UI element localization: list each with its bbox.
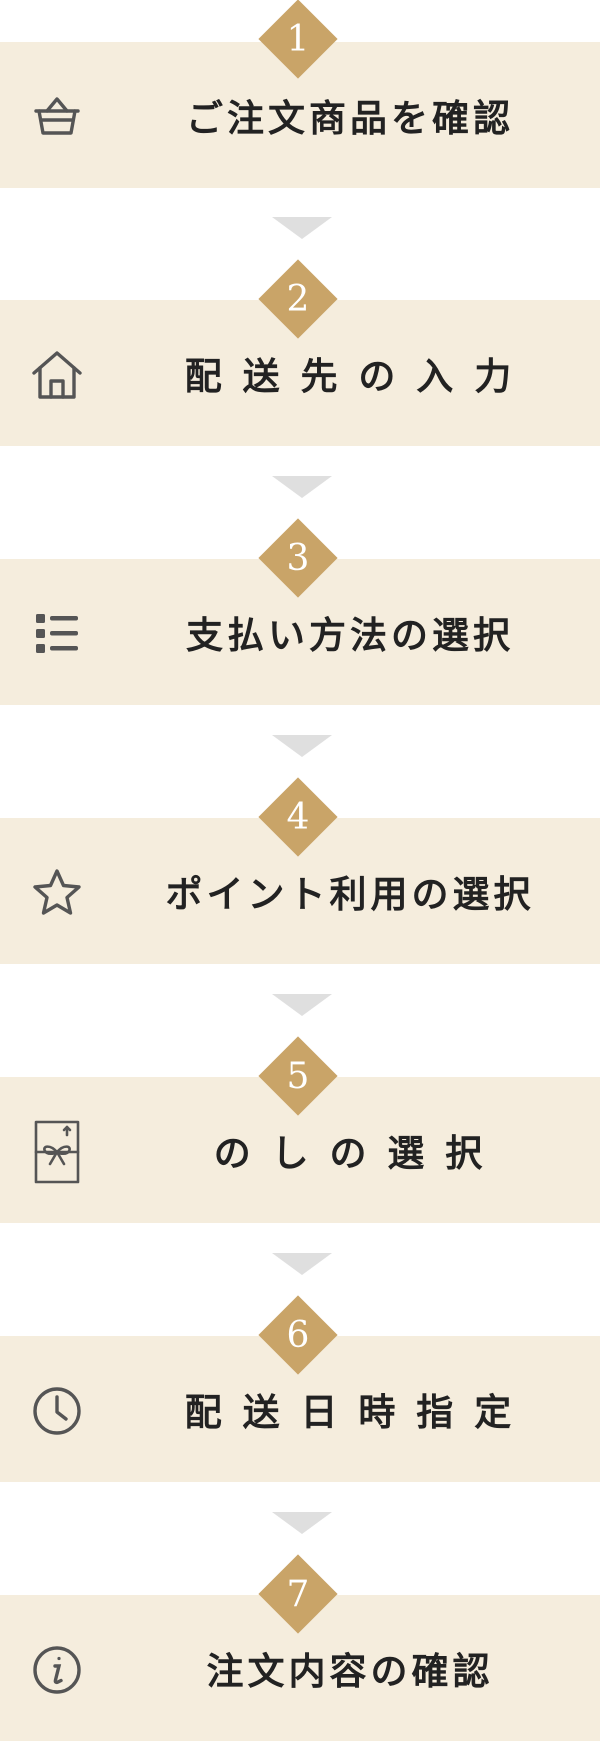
step-7-number: 7 bbox=[286, 1573, 310, 1615]
step-7-label: 注文内容の確認 bbox=[206, 1650, 494, 1693]
step-1-number-badge: 1 bbox=[258, 0, 338, 79]
clock-icon bbox=[28, 1382, 86, 1440]
step-1-label: ご注文商品を確認 bbox=[186, 97, 514, 140]
step-5-number: 5 bbox=[286, 1055, 310, 1097]
home-icon bbox=[28, 346, 86, 404]
step-6-label: 配 送 日 時 指 定 bbox=[184, 1391, 516, 1434]
step-connector bbox=[272, 217, 332, 239]
step-2-label: 配 送 先 の 入 力 bbox=[184, 355, 516, 398]
step-3-number-badge: 3 bbox=[258, 518, 338, 598]
step-2-number: 2 bbox=[286, 278, 310, 320]
step-4: ポイント利用の選択 bbox=[0, 818, 600, 964]
list-icon bbox=[28, 605, 86, 663]
step-connector bbox=[272, 476, 332, 498]
step-4-label: ポイント利用の選択 bbox=[165, 873, 535, 916]
step-5-number-badge: 5 bbox=[258, 1036, 338, 1116]
star-icon bbox=[28, 864, 86, 922]
step-connector bbox=[272, 735, 332, 757]
step-3-number: 3 bbox=[286, 537, 310, 579]
step-connector bbox=[272, 1512, 332, 1534]
step-5-label: の し の 選 択 bbox=[213, 1132, 487, 1175]
basket-icon bbox=[28, 88, 86, 146]
step-6-number-badge: 6 bbox=[258, 1295, 338, 1375]
step-4-number-badge: 4 bbox=[258, 777, 338, 857]
step-4-number: 4 bbox=[286, 796, 310, 838]
step-3-label: 支払い方法の選択 bbox=[186, 614, 514, 657]
step-7: 注文内容の確認 bbox=[0, 1595, 600, 1741]
step-connector bbox=[272, 994, 332, 1016]
info-icon bbox=[28, 1641, 86, 1699]
step-connector bbox=[272, 1253, 332, 1275]
noshi-icon bbox=[28, 1120, 86, 1184]
step-6-number: 6 bbox=[286, 1314, 310, 1356]
step-7-number-badge: 7 bbox=[258, 1554, 338, 1634]
step-1-number: 1 bbox=[286, 18, 310, 60]
step-2-number-badge: 2 bbox=[258, 259, 338, 339]
